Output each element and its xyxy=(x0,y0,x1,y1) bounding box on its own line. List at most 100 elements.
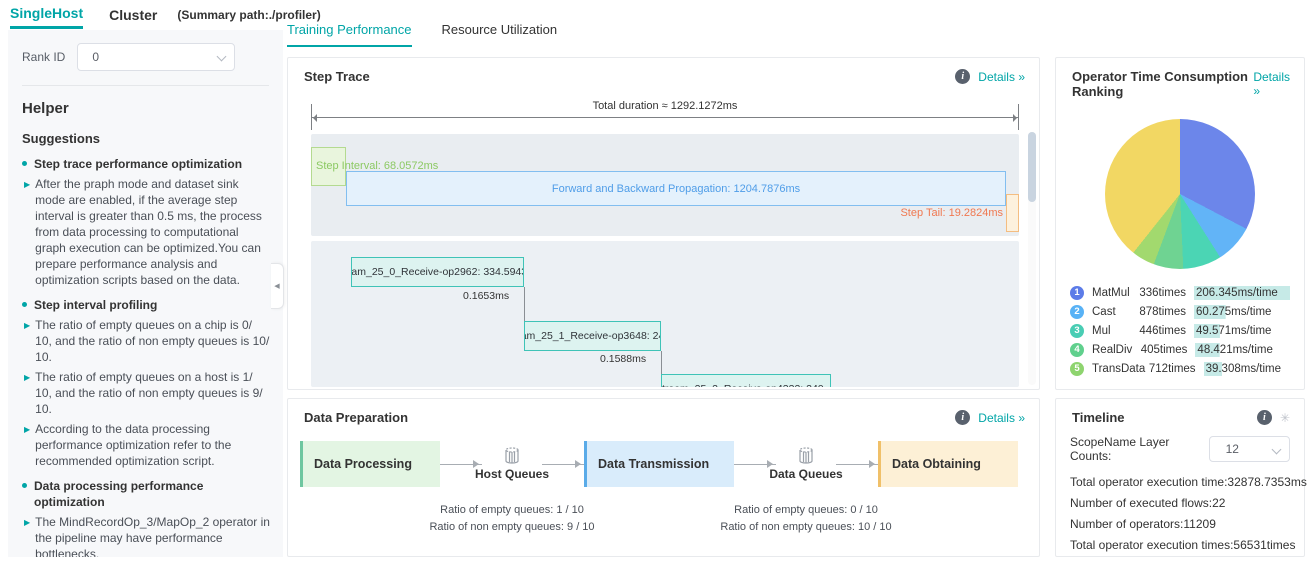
operator-legend: 1 MatMul 336times 206.345ms/time 2 Cast … xyxy=(1056,283,1304,378)
suggestion-item: ▶The ratio of empty queues on a host is … xyxy=(24,370,263,416)
main-tabs: Training Performance Resource Utilizatio… xyxy=(287,22,557,47)
total-execution-times: Total operator execution times:56531time… xyxy=(1070,538,1296,552)
data-preparation-title: Data Preparation xyxy=(304,410,409,425)
step-trace-header: Step Trace i Details » xyxy=(288,58,1039,92)
chevron-down-icon xyxy=(1271,444,1282,455)
triangle-bullet-icon: ▶ xyxy=(24,518,31,527)
total-execution-time: Total operator execution time:32878.7353… xyxy=(1070,475,1307,489)
stage-data-transmission[interactable]: Data Transmission xyxy=(584,441,734,487)
data-preparation-panel: Data Preparation i Details » Data Proces… xyxy=(287,398,1040,557)
stage-data-obtaining[interactable]: Data Obtaining xyxy=(878,441,1018,487)
operator-details-link[interactable]: Details » xyxy=(1253,70,1290,98)
stream-box-1[interactable]: stream_25_1_Receive-op3648: 241.... xyxy=(524,321,661,351)
stream-box-0[interactable]: stream_25_0_Receive-op2962: 334.5943ms xyxy=(351,257,524,287)
operator-ranking-title: Operator Time Consumption Ranking xyxy=(1072,69,1248,99)
step-trace-lane-streams: stream_25_0_Receive-op2962: 334.5943ms 0… xyxy=(311,241,1019,387)
step-trace-panel: Step Trace i Details » Total duration ≈ … xyxy=(287,57,1040,390)
legend-row[interactable]: 2 Cast 878times 60.275ms/time xyxy=(1070,302,1290,321)
double-arrow-icon: » xyxy=(1018,410,1025,425)
flow-arrow-icon xyxy=(836,459,878,468)
triangle-bullet-icon: ▶ xyxy=(24,321,31,330)
tab-training-performance[interactable]: Training Performance xyxy=(287,22,412,47)
bullet-icon xyxy=(22,483,27,488)
data-flow-diagram: Data Processing Host Queues Data Transmi… xyxy=(300,441,1018,487)
stream-gap-label: 0.1588ms xyxy=(600,353,647,365)
timeline-body: ScopeName Layer Counts: 12 Total operato… xyxy=(1056,433,1307,558)
suggestion-sections: Step trace performance optimization ▶Aft… xyxy=(22,156,271,557)
step-interval-box[interactable]: Step Interval: 68.0572ms xyxy=(311,147,438,186)
gear-icon[interactable]: ✳ xyxy=(1279,410,1290,425)
helper-sidebar: Rank ID 0 Helper Suggestions Step trace … xyxy=(8,30,283,557)
rank-id-value: 0 xyxy=(92,50,100,64)
data-preparation-header: Data Preparation i Details » xyxy=(288,399,1039,433)
timeline-panel: Timeline i ✳ ScopeName Layer Counts: 12 … xyxy=(1055,398,1307,558)
operators-count: Number of operators:11209 xyxy=(1070,517,1216,531)
scopename-layer-counts-value: 12 xyxy=(1225,442,1239,456)
fp-bp-box[interactable]: Forward and Backward Propagation: 1204.7… xyxy=(346,171,1006,206)
section-title-step-interval: Step interval profiling xyxy=(22,297,271,313)
step-trace-details-link[interactable]: Details » xyxy=(978,69,1025,84)
legend-row[interactable]: 1 MatMul 336times 206.345ms/time xyxy=(1070,283,1290,302)
suggestion-item: ▶The MindRecordOp_3/MapOp_2 operator in … xyxy=(24,515,270,557)
stream-connector xyxy=(661,351,662,374)
rank-id-label: Rank ID xyxy=(22,50,66,64)
triangle-bullet-icon: ▶ xyxy=(24,425,31,434)
legend-row[interactable]: 3 Mul 446times 49.571ms/time xyxy=(1070,321,1290,340)
divider xyxy=(22,85,269,86)
rank-badge: 4 xyxy=(1070,342,1084,357)
stream-connector xyxy=(524,287,525,321)
info-icon[interactable]: i xyxy=(955,410,971,425)
tab-singlehost[interactable]: SingleHost xyxy=(10,5,84,29)
flow-arrow-icon xyxy=(734,459,776,468)
legend-row[interactable]: 5 TransData 712times 39.308ms/time xyxy=(1070,359,1290,378)
sidebar-collapse-handle[interactable]: ◀ xyxy=(271,263,284,309)
info-icon[interactable]: i xyxy=(955,69,971,84)
stream-box-2[interactable]: stream_25_2_Receive-op4332: 240.... xyxy=(661,374,831,387)
double-arrow-icon: » xyxy=(1018,69,1025,84)
queue-icon xyxy=(799,447,813,464)
operator-ranking-panel: Operator Time Consumption Ranking Detail… xyxy=(1055,57,1305,390)
host-queues: Host Queues xyxy=(475,447,549,481)
tab-cluster[interactable]: Cluster xyxy=(109,6,158,23)
total-duration-arrow xyxy=(311,117,1019,118)
chevron-down-icon xyxy=(216,51,227,62)
bullet-icon xyxy=(22,161,27,166)
summary-path: (Summary path:./profiler) xyxy=(177,8,321,22)
step-tail-box[interactable]: Step Tail: 19.2824ms xyxy=(900,194,1019,232)
flow-arrow-icon xyxy=(542,459,584,468)
stream-gap-label: 0.1653ms xyxy=(463,290,510,302)
top-bar: SingleHost Cluster (Summary path:./profi… xyxy=(10,4,321,30)
tab-resource-utilization[interactable]: Resource Utilization xyxy=(441,22,558,37)
host-queue-ratios: Ratio of empty queues: 1 / 10 Ratio of n… xyxy=(429,504,595,533)
legend-row[interactable]: 4 RealDiv 405times 48.421ms/time xyxy=(1070,340,1290,359)
arrow-tick xyxy=(1018,104,1019,130)
suggestions-title: Suggestions xyxy=(22,131,101,146)
bullet-icon xyxy=(22,302,27,307)
suggestion-item: ▶The ratio of empty queues on a chip is … xyxy=(24,318,270,364)
step-trace-title: Step Trace xyxy=(304,69,370,84)
helper-title: Helper xyxy=(22,100,69,117)
triangle-bullet-icon: ▶ xyxy=(24,373,31,382)
host-queues-label: Host Queues xyxy=(475,467,550,481)
suggestion-item: ▶After the praph mode and dataset sink m… xyxy=(24,177,262,287)
operator-ranking-header: Operator Time Consumption Ranking Detail… xyxy=(1056,58,1304,107)
rank-badge: 2 xyxy=(1070,304,1084,319)
scopename-layer-counts-select[interactable]: 12 xyxy=(1208,436,1290,462)
scrollbar-thumb[interactable] xyxy=(1028,132,1036,202)
rank-id-row: Rank ID 0 xyxy=(8,30,283,81)
data-queues-label: Data Queues xyxy=(769,467,843,481)
operator-pie[interactable] xyxy=(1105,119,1255,269)
stage-data-processing[interactable]: Data Processing xyxy=(300,441,440,487)
data-prep-details-link[interactable]: Details » xyxy=(978,410,1025,425)
total-duration-label: Total duration ≈ 1292.1272ms xyxy=(592,100,738,112)
info-icon[interactable]: i xyxy=(1256,410,1272,425)
executed-flows-count: Number of executed flows:22 xyxy=(1070,496,1226,510)
flow-arrow-icon xyxy=(440,459,482,468)
data-queue-ratios: Ratio of empty queues: 0 / 10 Ratio of n… xyxy=(720,504,892,533)
rank-id-select[interactable]: 0 xyxy=(77,43,236,71)
arrow-tick xyxy=(311,104,312,130)
rank-badge: 3 xyxy=(1070,323,1084,338)
timeline-header: Timeline i ✳ xyxy=(1056,399,1304,433)
double-arrow-icon: » xyxy=(1253,84,1260,98)
